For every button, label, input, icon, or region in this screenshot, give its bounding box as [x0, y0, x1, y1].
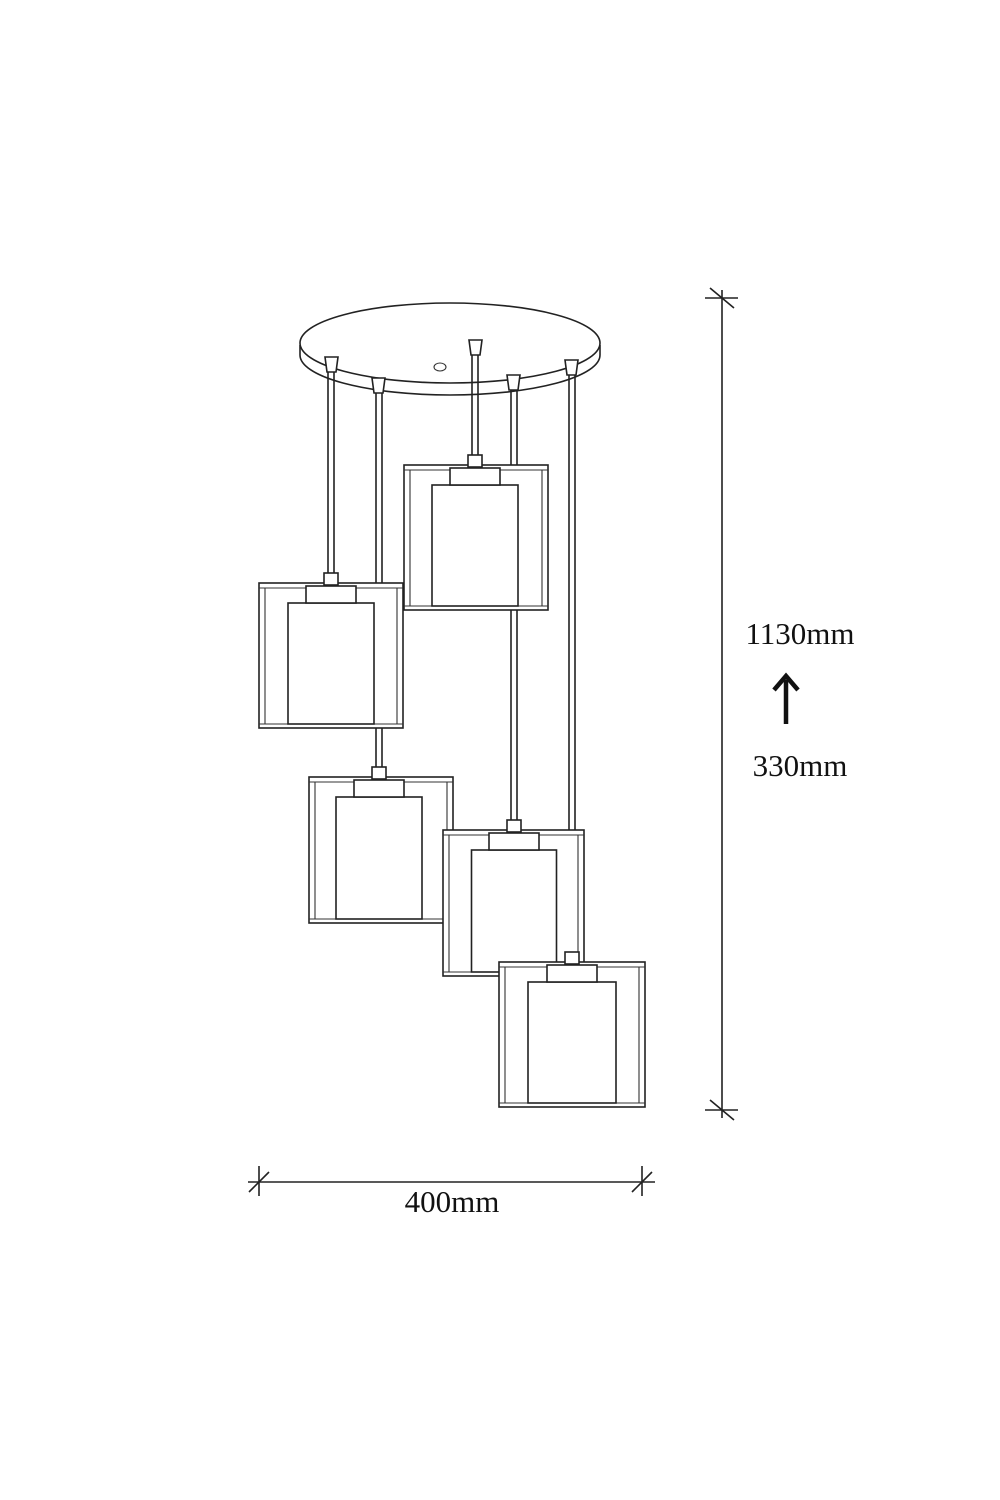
lamp-holder [353, 779, 405, 798]
shade-outer-frame [442, 829, 585, 977]
cord-connector [467, 454, 483, 468]
max-height-label: 1130mm [745, 616, 854, 651]
min-height-label: 330mm [753, 748, 848, 783]
cord-connector [506, 819, 522, 833]
lamp-shade-3 [308, 766, 454, 924]
cord-grip-3 [468, 339, 483, 356]
height-dimension-line [705, 287, 738, 1121]
lamp-holder [305, 585, 357, 604]
shade-outer-frame [308, 776, 454, 924]
lamp-holder [546, 964, 598, 983]
shade-outer-frame [498, 961, 646, 1108]
cord-grip-2 [371, 377, 386, 394]
lamp-holder [449, 467, 501, 486]
canopy-screw [433, 362, 447, 372]
cord-grip-4 [506, 374, 521, 391]
up-arrow-icon [772, 672, 800, 724]
ceiling-canopy [299, 302, 601, 396]
lamp-holder [488, 832, 540, 851]
lamp-shade-5 [498, 951, 646, 1108]
cord-connector [371, 766, 387, 780]
cord-connector [564, 951, 580, 965]
width-label: 400mm [405, 1184, 500, 1219]
cord-grip-1 [324, 356, 339, 373]
cord-connector [323, 572, 339, 586]
cord-grip-5 [564, 359, 579, 376]
shade-outer-frame [258, 582, 404, 729]
lamp-shade-1 [403, 454, 549, 611]
lamp-shade-2 [258, 572, 404, 729]
width-dimension-line [248, 1166, 655, 1196]
shade-outer-frame [403, 464, 549, 611]
cord-grips [324, 339, 579, 394]
lamp-shade-4 [442, 819, 585, 977]
